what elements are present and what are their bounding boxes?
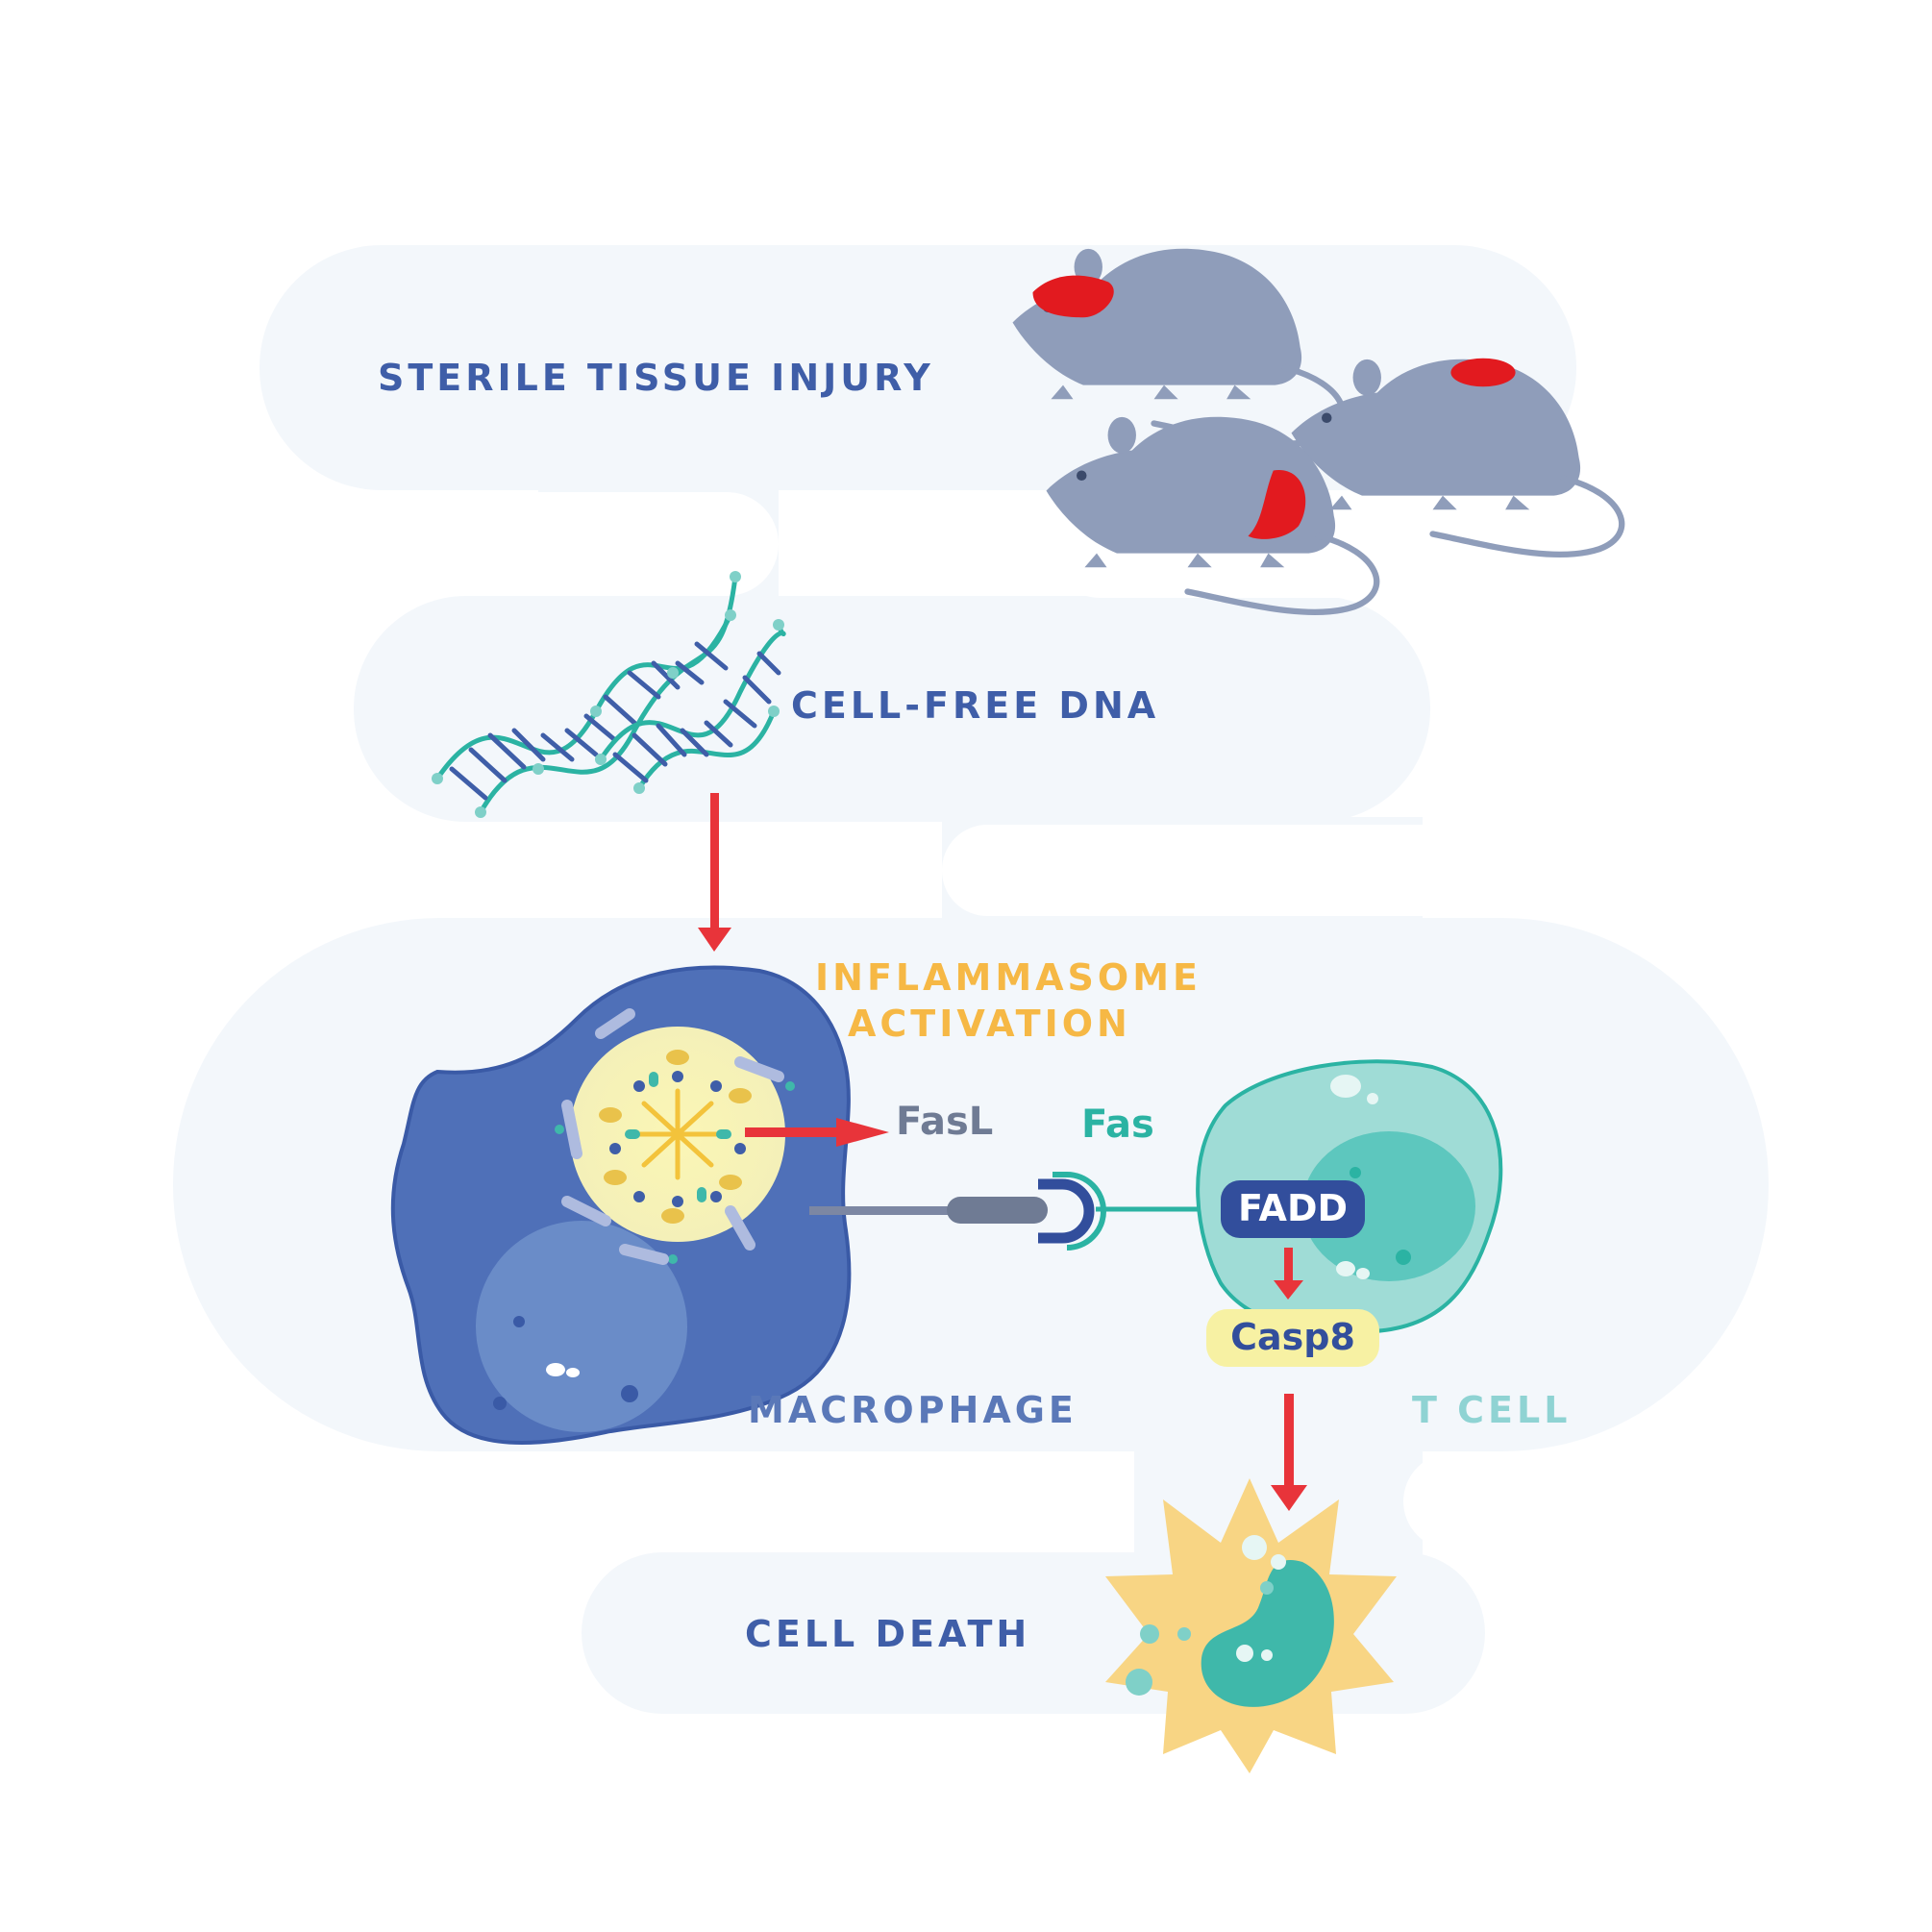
mouse-icon	[1047, 417, 1377, 612]
fasl-fas-connector	[809, 1172, 1240, 1251]
apoptotic-cell-burst-icon	[1105, 1478, 1397, 1773]
macrophage-cell-icon	[390, 965, 852, 1446]
label-cell-death: CELL DEATH	[745, 1613, 1030, 1655]
arrow-fasl	[745, 1118, 889, 1147]
mouse-icon	[1292, 359, 1622, 555]
casp8-label: Casp8	[1230, 1316, 1355, 1358]
label-inflammasome-line2: ACTIVATION	[848, 1003, 1131, 1045]
arrow-casp8-to-death	[1271, 1394, 1307, 1511]
fadd-label: FADD	[1238, 1187, 1348, 1229]
label-inflammasome-line1: INFLAMMASOME	[815, 956, 1201, 999]
label-cell-free-dna: CELL-FREE DNA	[791, 684, 1159, 727]
mouse-icon	[1013, 249, 1344, 444]
band-cell-free-dna	[354, 596, 1430, 822]
arrow-fadd-to-casp8	[1274, 1248, 1303, 1300]
label-sterile-tissue-injury: STERILE TISSUE INJURY	[378, 357, 934, 399]
fadd-node: FADD	[1221, 1180, 1365, 1238]
label-macrophage: MACROPHAGE	[748, 1389, 1077, 1431]
label-fas: Fas	[1081, 1102, 1154, 1147]
dna-helix-icon	[432, 571, 786, 818]
label-t-cell: T CELL	[1412, 1389, 1571, 1431]
label-fasl: FasL	[896, 1100, 993, 1144]
casp8-node: Casp8	[1206, 1309, 1379, 1367]
arrow-dna-to-macrophage	[698, 793, 731, 952]
